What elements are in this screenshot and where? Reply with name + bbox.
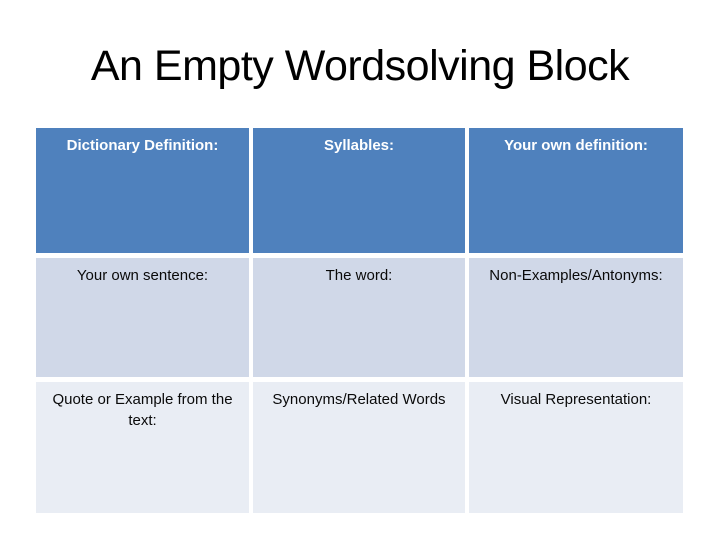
cell-visual-representation: Visual Representation: — [469, 382, 683, 513]
cell-quote-or-example: Quote or Example from the text: — [36, 382, 249, 513]
slide-title: An Empty Wordsolving Block — [90, 42, 630, 90]
cell-your-own-definition: Your own definition: — [469, 128, 683, 253]
cell-your-own-sentence: Your own sentence: — [36, 258, 249, 377]
cell-non-examples-antonyms: Non-Examples/Antonyms: — [469, 258, 683, 377]
cell-the-word: The word: — [253, 258, 465, 377]
cell-syllables: Syllables: — [253, 128, 465, 253]
wordsolving-table: Dictionary Definition: Syllables: Your o… — [36, 128, 683, 513]
cell-dictionary-definition: Dictionary Definition: — [36, 128, 249, 253]
cell-synonyms-related-words: Synonyms/Related Words — [253, 382, 465, 513]
